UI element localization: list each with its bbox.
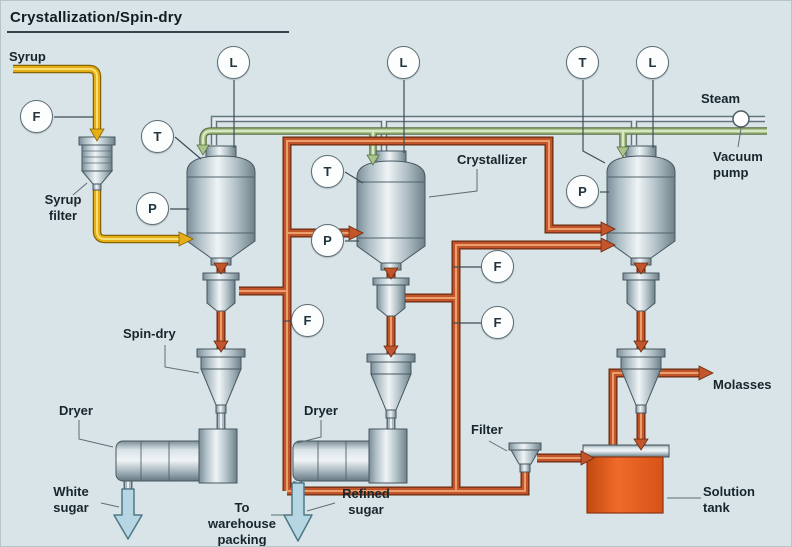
- refined-sugar-arrow: [283, 482, 313, 542]
- level-indicator-1: L: [217, 46, 250, 79]
- output-arrows-sugar: [113, 482, 313, 542]
- spin-dry-cyclone-1: [196, 348, 246, 414]
- label-dryer-2: Dryer: [304, 403, 338, 418]
- page-title: Crystallization/Spin-dry: [10, 9, 183, 26]
- label-syrup: Syrup: [9, 49, 46, 64]
- label-dryer-1: Dryer: [59, 403, 93, 418]
- flow-indicator-3: F: [481, 306, 514, 339]
- centrifuge-vessel-3: [622, 272, 660, 312]
- dryer-2-equipment: [292, 428, 408, 484]
- instrument-connector-lines: [54, 80, 654, 324]
- solution-tank-vessel: [582, 444, 670, 514]
- level-indicator-3: L: [636, 46, 669, 79]
- flow-indicator-2: F: [481, 250, 514, 283]
- label-molasses: Molasses: [713, 377, 772, 392]
- bottom-filter-vessel: [508, 442, 542, 473]
- flow-indicator-syrup: F: [20, 100, 53, 133]
- crystallizer-1: [186, 145, 256, 266]
- flow-indicator-1: F: [291, 304, 324, 337]
- label-vacuum-pump: Vacuum pump: [713, 149, 763, 180]
- label-filter: Filter: [471, 422, 503, 437]
- label-spin-dry: Spin-dry: [123, 326, 176, 341]
- white-sugar-arrow: [113, 488, 143, 540]
- vacuum-pump-symbol: [732, 110, 750, 128]
- dryer-1-equipment: [115, 428, 238, 484]
- flow-arrowheads-product: [213, 221, 714, 466]
- temperature-indicator-3: T: [566, 46, 599, 79]
- label-solution-tank: Solution tank: [703, 484, 755, 515]
- centrifuge-vessel-1: [202, 272, 240, 312]
- title-underline: [7, 31, 289, 33]
- flow-arrowheads-syrup: [89, 128, 194, 247]
- pressure-indicator-2: P: [311, 224, 344, 257]
- centrifuge-vessel-2: [372, 277, 410, 317]
- label-refined-sugar: Refined sugar: [342, 486, 390, 517]
- label-steam: Steam: [701, 91, 741, 106]
- vacuum-pipe: [214, 119, 765, 151]
- temperature-indicator-1: T: [141, 120, 174, 153]
- crystallizer-3: [606, 145, 676, 266]
- label-pointer-lines: [72, 128, 742, 516]
- label-syrup-filter: Syrup filter: [44, 192, 82, 223]
- label-to-warehouse-packing: To warehouse packing: [208, 500, 276, 547]
- temperature-indicator-2: T: [311, 155, 344, 188]
- level-indicator-2: L: [387, 46, 420, 79]
- pressure-indicator-1: P: [136, 192, 169, 225]
- spin-dry-cyclone-2: [366, 353, 416, 419]
- flow-arrowheads-steam: [196, 144, 630, 166]
- label-crystallizer: Crystallizer: [457, 152, 528, 167]
- pressure-indicator-3: P: [566, 175, 599, 208]
- crystallizer-2: [356, 150, 426, 271]
- spin-dry-cyclone-3: [616, 348, 666, 414]
- syrup-filter-vessel: [78, 136, 116, 191]
- label-white-sugar: White sugar: [53, 484, 89, 515]
